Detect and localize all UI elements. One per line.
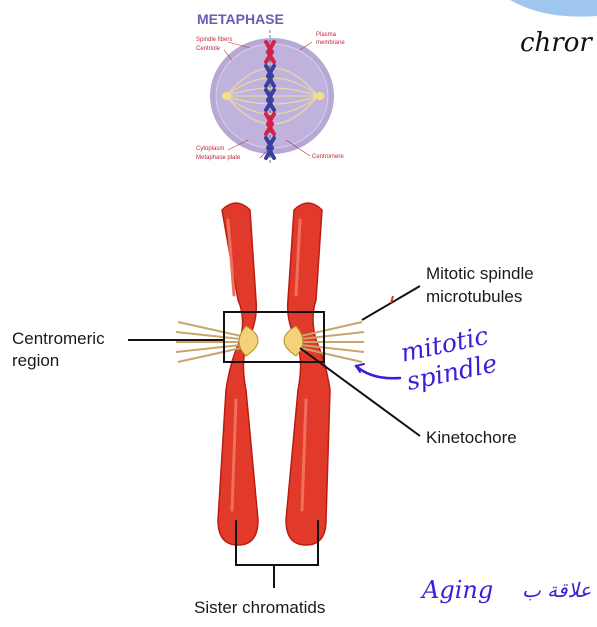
centriole-right (316, 92, 324, 100)
label-sister-chromatids: Sister chromatids (194, 598, 325, 618)
label-spindle-fibers: Spindle fibers (196, 37, 232, 43)
label-centromeric-1: Centromeric (12, 329, 105, 349)
label-plasma: Plasma (316, 32, 336, 38)
handwritten-arrow (356, 366, 400, 378)
metaphase-cell-illustration (210, 30, 334, 165)
handwritten-top-right: chror (520, 28, 592, 58)
metaphase-title: METAPHASE (197, 11, 284, 27)
right-chromatid (286, 203, 330, 545)
label-centriole: Centriole (196, 46, 220, 52)
label-centromere: Centromere (312, 154, 344, 160)
label-leader-lines (128, 286, 420, 588)
label-membrane: membrane (316, 40, 345, 46)
label-mitotic-spindle-1: Mitotic spindle (426, 264, 534, 284)
handwritten-arabic: علاقة ب (522, 578, 591, 602)
left-chromatid (218, 203, 258, 545)
label-centromeric-2: region (12, 351, 59, 371)
centriole-left (222, 92, 230, 100)
blue-highlight-shape (510, 0, 597, 17)
label-mitotic-spindle-2: microtubules (426, 287, 522, 307)
label-cytoplasm: Cytoplasm (196, 146, 224, 152)
label-kinetochore: Kinetochore (426, 428, 517, 448)
label-metaphase-plate: Metaphase plate (196, 155, 240, 161)
handwritten-aging: Aging (422, 576, 493, 604)
